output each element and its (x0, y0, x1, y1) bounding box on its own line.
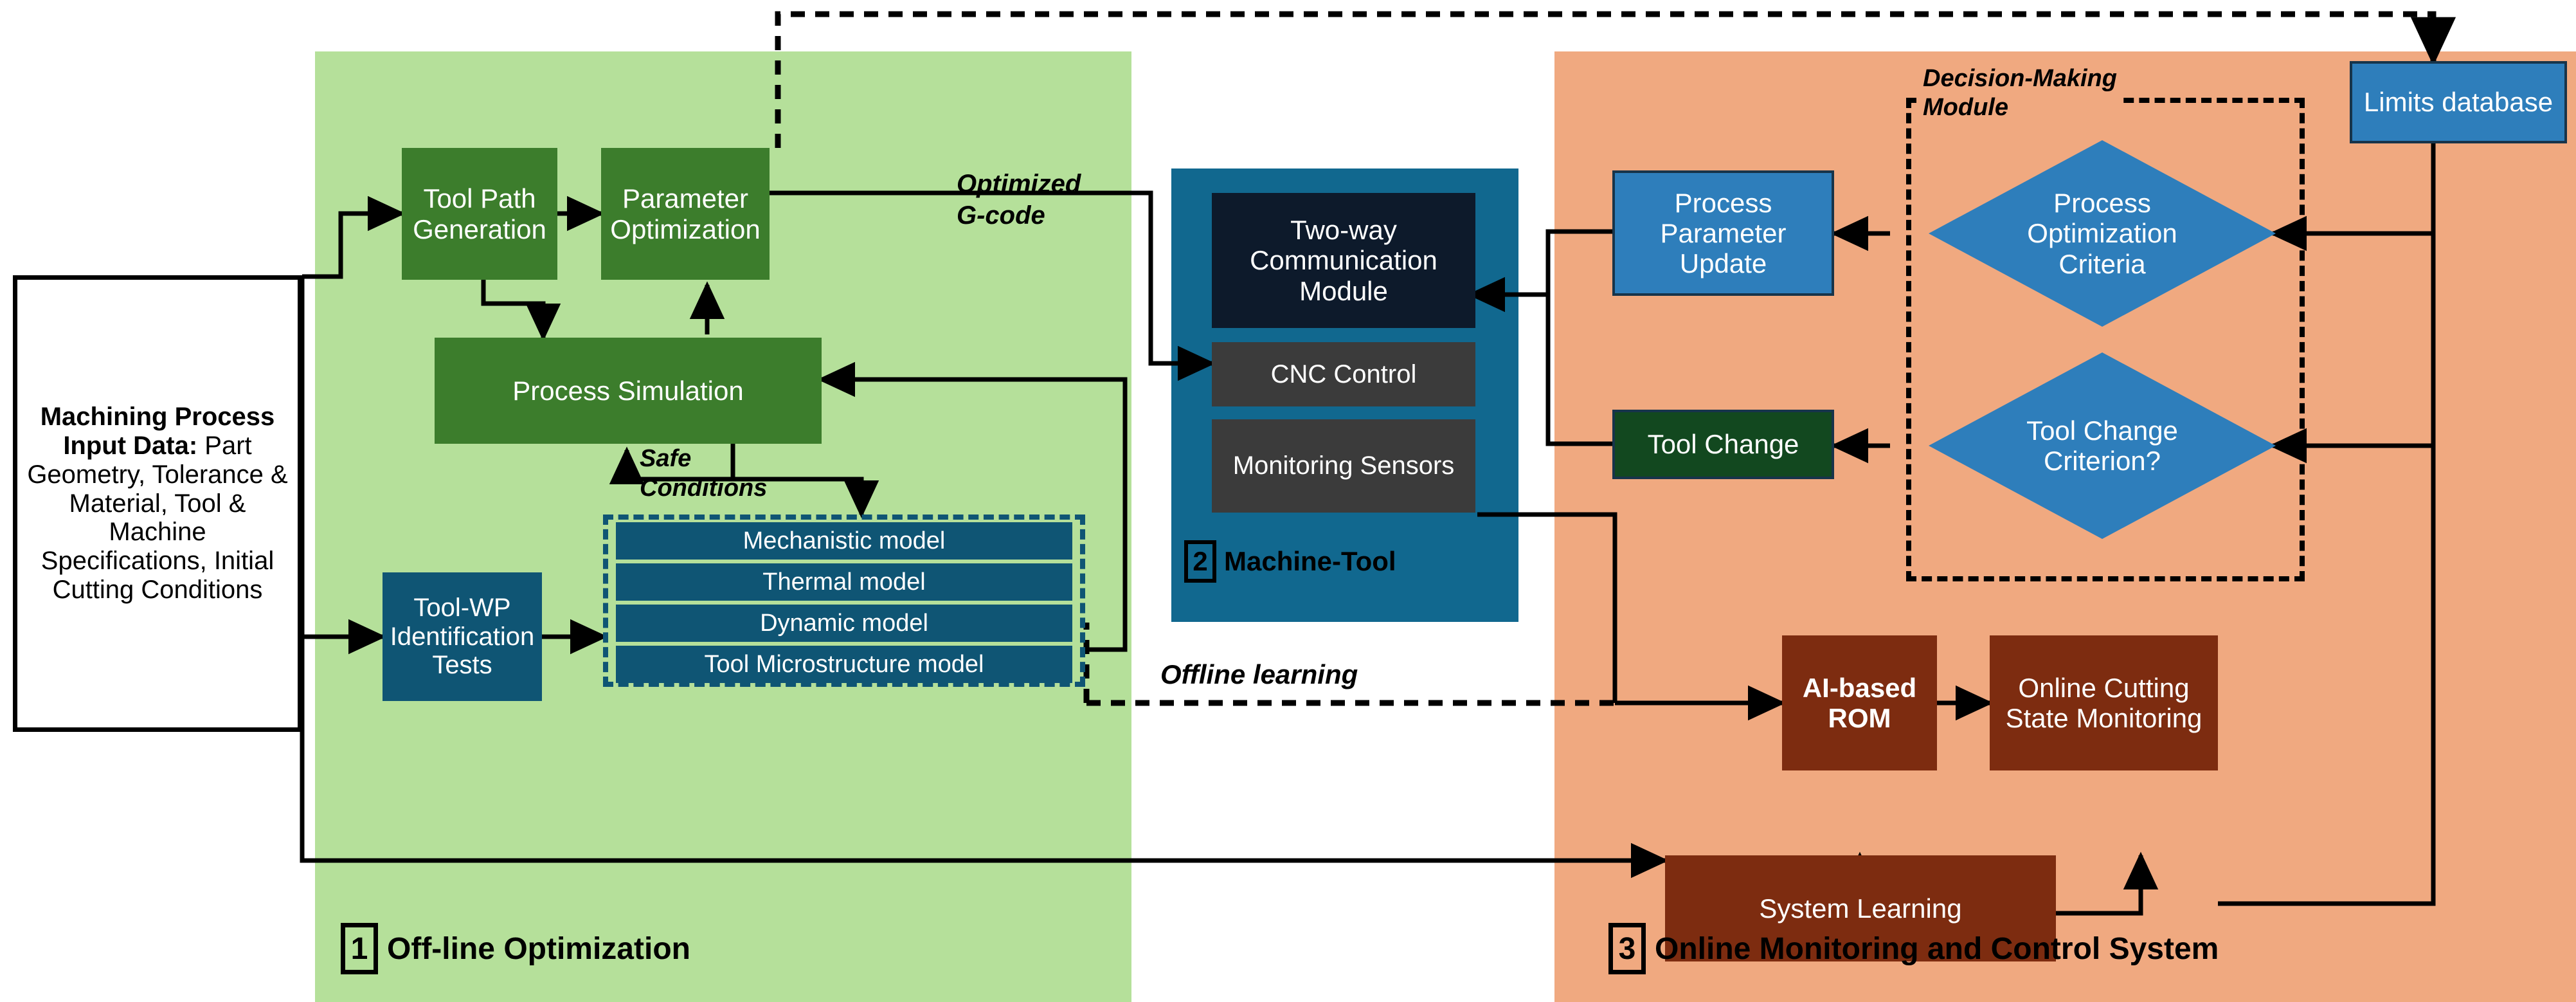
optimized-gcode-label: Optimized G-code (957, 169, 1081, 232)
tool-change-criterion-label: Tool Change Criterion? (2026, 415, 2178, 476)
optimized-gcode-line2: G-code (957, 201, 1045, 230)
decision-making-module-label: Decision-Making Module (1919, 64, 2121, 122)
tool-wp-identification-label: Tool-WP Identification Tests (390, 593, 535, 680)
process-parameter-update-box[interactable]: Process Parameter Update (1612, 170, 1834, 296)
tool-wp-identification-box[interactable]: Tool-WP Identification Tests (383, 572, 542, 701)
physics-models-group (603, 515, 1085, 687)
section-number-offline: 1 (341, 923, 378, 974)
mechanistic-model-label: Mechanistic model (743, 527, 946, 554)
tool-change-label: Tool Change (1647, 429, 1799, 460)
thermal-model-box[interactable]: Thermal model (616, 563, 1072, 601)
limits-database-box[interactable]: Limits database (2350, 61, 2567, 143)
section-title-online: Online Monitoring and Control System (1655, 931, 2219, 966)
cnc-control-box[interactable]: CNC Control (1212, 342, 1475, 406)
parameter-optimization-box[interactable]: Parameter Optimization (601, 148, 770, 280)
input-text: Machining Process Input Data: Part Geome… (24, 403, 291, 605)
offline-learning-label: Offline learning (1160, 659, 1358, 690)
section-number-machine: 2 (1184, 540, 1216, 583)
limits-database-label: Limits database (2363, 87, 2553, 118)
two-way-communication-module-box[interactable]: Two-way Communication Module (1212, 193, 1475, 328)
offline-learning-text: Offline learning (1160, 659, 1358, 689)
tool-change-criterion-label-wrap: Tool Change Criterion? (1990, 352, 2215, 539)
tool-microstructure-model-label: Tool Microstructure model (704, 650, 984, 678)
optimized-gcode-line1: Optimized (957, 170, 1081, 198)
tool-path-generation-box[interactable]: Tool Path Generation (402, 148, 557, 280)
online-cutting-state-monitoring-label: Online Cutting State Monitoring (2005, 672, 2202, 733)
mechanistic-model-box[interactable]: Mechanistic model (616, 522, 1072, 560)
ai-based-rom-line1: AI-based (1802, 672, 1917, 703)
decision-making-line2: Module (1923, 93, 2008, 121)
tool-change-box[interactable]: Tool Change (1612, 410, 1834, 479)
process-parameter-update-label: Process Parameter Update (1660, 187, 1787, 279)
dynamic-model-label: Dynamic model (760, 609, 928, 637)
process-optimization-criteria-diamond[interactable]: Process Optimization Criteria (1929, 140, 2276, 327)
section-label-machine: 2 Machine-Tool (1184, 540, 1396, 583)
tool-path-generation-label: Tool Path Generation (413, 183, 546, 244)
monitoring-sensors-label: Monitoring Sensors (1232, 451, 1455, 480)
decision-making-line1: Decision-Making (1923, 65, 2117, 92)
safe-conditions-label: Safe Conditions (640, 444, 767, 504)
tool-change-criterion-diamond[interactable]: Tool Change Criterion? (1929, 352, 2276, 539)
online-cutting-state-monitoring-box[interactable]: Online Cutting State Monitoring (1990, 635, 2218, 770)
process-optimization-criteria-label-wrap: Process Optimization Criteria (1990, 140, 2215, 327)
cnc-control-label: CNC Control (1270, 360, 1417, 388)
process-simulation-label: Process Simulation (512, 375, 744, 406)
thermal-model-label: Thermal model (762, 568, 926, 596)
process-simulation-box[interactable]: Process Simulation (435, 338, 822, 444)
input-bold-lead: Machining Process Input Data: (40, 403, 275, 460)
ai-based-rom-box[interactable]: AI-based ROM (1782, 635, 1937, 770)
machining-process-input-box: Machining Process Input Data: Part Geome… (13, 275, 302, 732)
section-title-offline: Off-line Optimization (387, 931, 690, 966)
section-label-online: 3 Online Monitoring and Control System (1608, 923, 2219, 974)
system-learning-box[interactable]: System Learning (1665, 855, 2056, 961)
input-rest: Part Geometry, Tolerance & Material, Too… (27, 432, 288, 604)
safe-conditions-line1: Safe (640, 445, 692, 472)
section-number-online: 3 (1608, 923, 1646, 974)
dynamic-model-box[interactable]: Dynamic model (616, 605, 1072, 642)
tool-microstructure-model-box[interactable]: Tool Microstructure model (616, 646, 1072, 683)
safe-conditions-line2: Conditions (640, 475, 768, 502)
section-label-offline: 1 Off-line Optimization (341, 923, 690, 974)
ai-based-rom-line2: ROM (1828, 703, 1891, 733)
two-way-communication-module-label: Two-way Communication Module (1250, 215, 1437, 306)
process-optimization-criteria-label: Process Optimization Criteria (2027, 188, 2177, 279)
parameter-optimization-label: Parameter Optimization (610, 183, 761, 244)
section-title-machine: Machine-Tool (1224, 546, 1396, 576)
system-learning-label: System Learning (1759, 893, 1962, 924)
monitoring-sensors-box[interactable]: Monitoring Sensors (1212, 419, 1475, 513)
